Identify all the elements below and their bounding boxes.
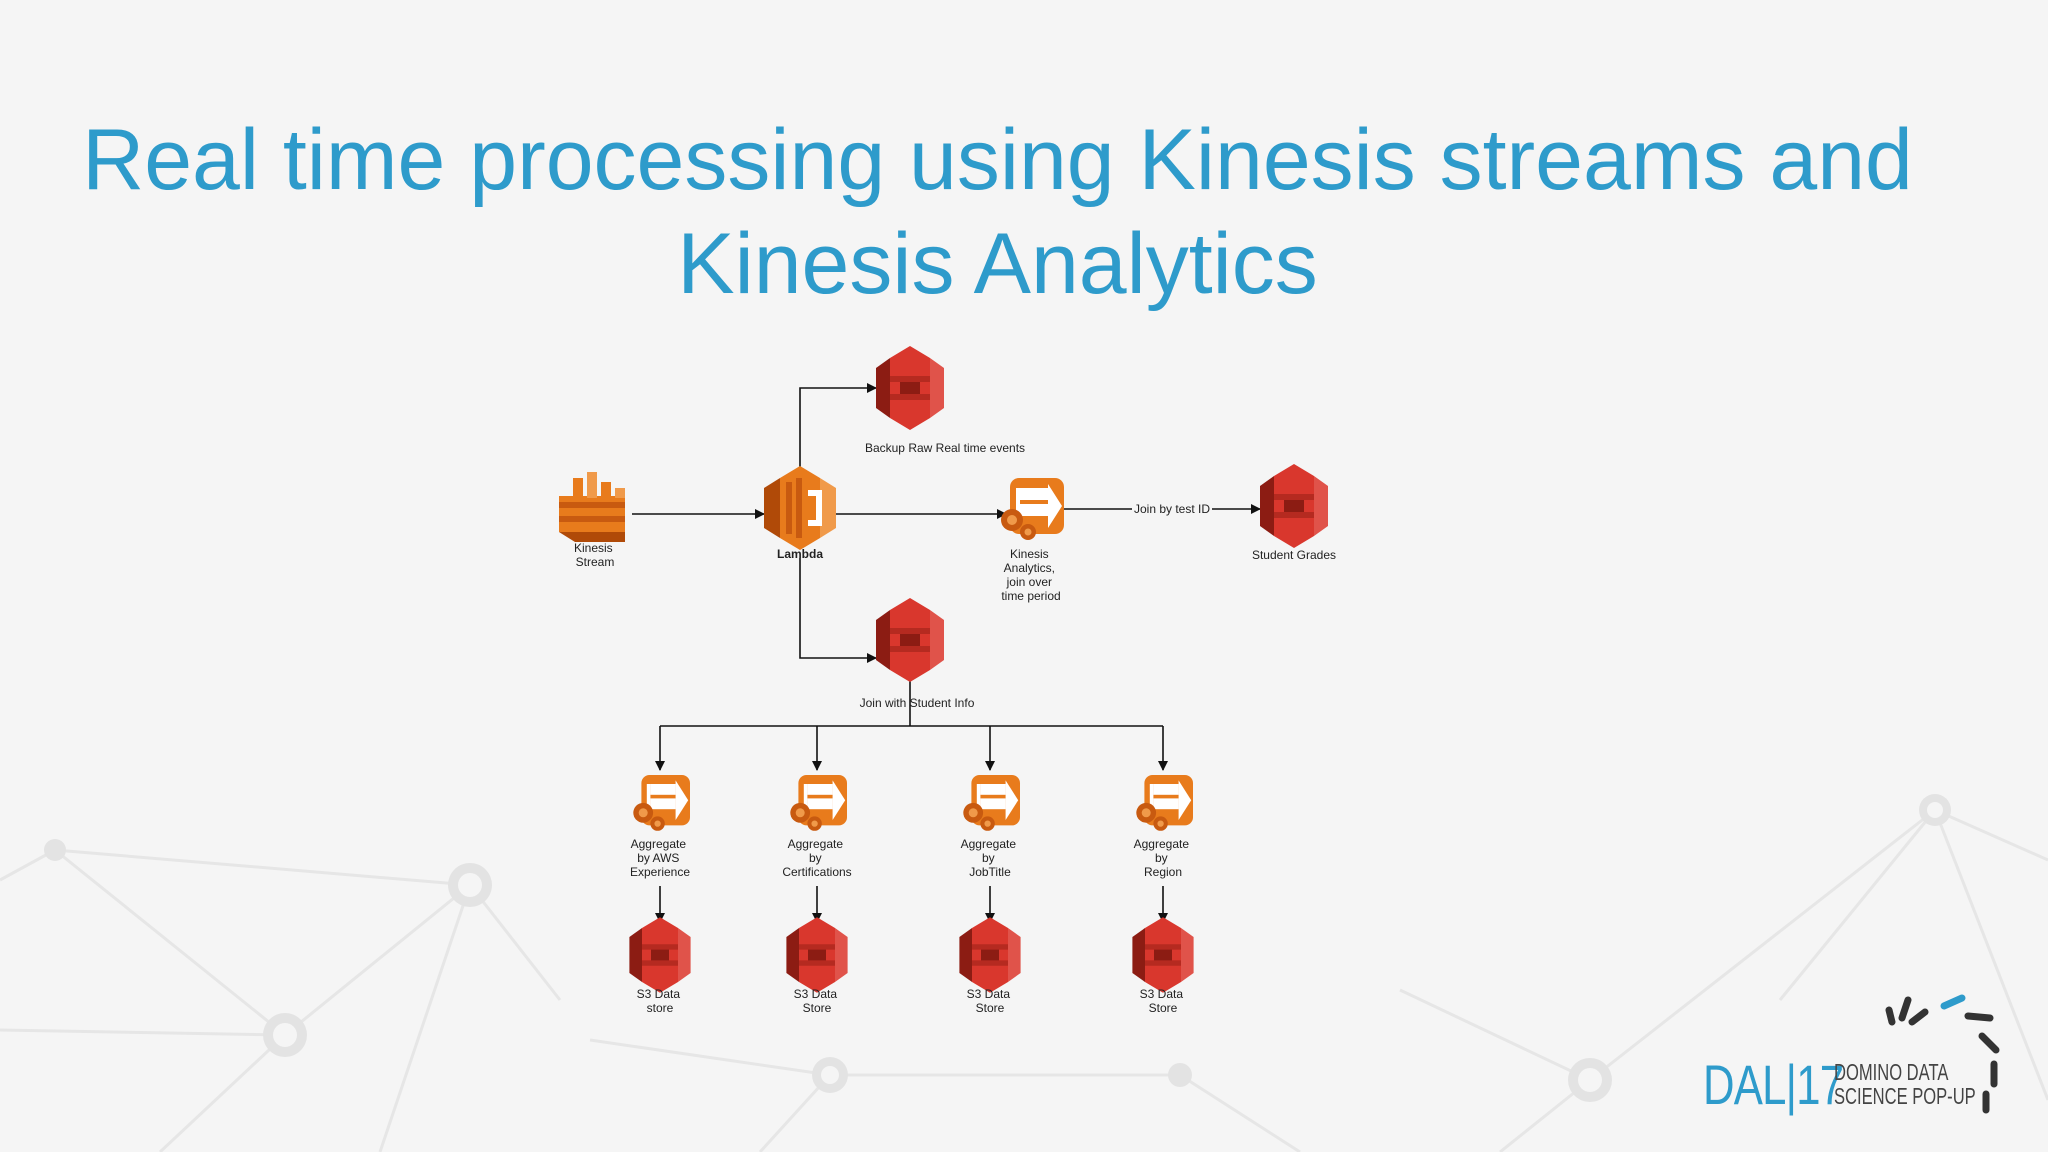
store-node-2: S3 Data Store (786, 917, 848, 1015)
student-info-label: Join with Student Info (860, 696, 975, 710)
slide-title: Real time processing using Kinesis strea… (0, 108, 1995, 316)
store-label-3: S3 Data Store (967, 987, 1014, 1015)
aggregate-node-4: Aggregate by Region (1134, 775, 1193, 879)
edge-lambda-to-backup (799, 383, 877, 470)
lambda-icon (764, 466, 836, 550)
lambda-node: Lambda (764, 466, 836, 561)
kinesis-analytics-node: Kinesis Analytics, join over time period (1001, 478, 1064, 603)
aggregate-label-1: Aggregate by AWS Experience (630, 837, 690, 879)
s3-bucket-icon (876, 598, 944, 682)
domino-logo-text: DOMINO DATA SCIENCE POP-UP (1834, 1060, 1976, 1108)
store-label-2: S3 Data Store (794, 987, 841, 1015)
dal17-logo-text: DAL|17 (1703, 1053, 1844, 1116)
connectors (632, 383, 1261, 923)
backup-bucket-label: Backup Raw Real time events (865, 441, 1025, 455)
domino-logo-mark-icon (1885, 994, 2000, 1114)
kinesis-stream-label: Kinesis Stream (574, 541, 616, 569)
store-node-1: S3 Data store (629, 917, 691, 1015)
s3-bucket-icon (1132, 917, 1194, 993)
kinesis-analytics-icon (1001, 478, 1064, 540)
backup-bucket-node: Backup Raw Real time events (865, 346, 1025, 455)
lambda-label: Lambda (777, 547, 823, 561)
domino-logo-line2: SCIENCE POP-UP (1834, 1083, 1976, 1109)
aggregate-label-2: Aggregate by Certifications (782, 837, 851, 879)
join-by-test-id-label: Join by test ID (1134, 502, 1210, 516)
kinesis-analytics-icon (790, 775, 847, 831)
aggregate-node-2: Aggregate by Certifications (782, 775, 852, 879)
student-grades-label: Student Grades (1252, 548, 1336, 562)
student-grades-node: Student Grades (1252, 464, 1336, 562)
s3-bucket-icon (629, 917, 691, 993)
slide-title-line1: Real time processing using Kinesis strea… (82, 112, 1913, 208)
edge-lambda-to-student-info (799, 558, 877, 663)
kinesis-stream-icon (559, 472, 625, 542)
store-node-4: S3 Data Store (1132, 917, 1194, 1015)
slide-title-line2: Kinesis Analytics (677, 216, 1318, 312)
store-label-4: S3 Data Store (1140, 987, 1187, 1015)
aggregate-node-3: Aggregate by JobTitle (961, 775, 1020, 879)
domino-logo-line1: DOMINO DATA (1834, 1059, 1949, 1085)
aggregate-node-1: Aggregate by AWS Experience (630, 775, 690, 879)
kinesis-analytics-icon (633, 775, 690, 831)
kinesis-analytics-icon (1136, 775, 1193, 831)
s3-bucket-icon (786, 917, 848, 993)
kinesis-analytics-label: Kinesis Analytics, join over time period (1001, 547, 1060, 603)
s3-bucket-icon (1260, 464, 1328, 548)
store-label-1: S3 Data store (637, 987, 684, 1015)
kinesis-analytics-icon (963, 775, 1020, 831)
s3-bucket-icon (876, 346, 944, 430)
student-info-node: Join with Student Info (860, 598, 975, 710)
store-node-3: S3 Data Store (959, 917, 1021, 1015)
aggregate-label-3: Aggregate by JobTitle (961, 837, 1020, 879)
s3-bucket-icon (959, 917, 1021, 993)
aggregate-label-4: Aggregate by Region (1134, 837, 1193, 879)
kinesis-stream-node: Kinesis Stream (559, 472, 625, 569)
